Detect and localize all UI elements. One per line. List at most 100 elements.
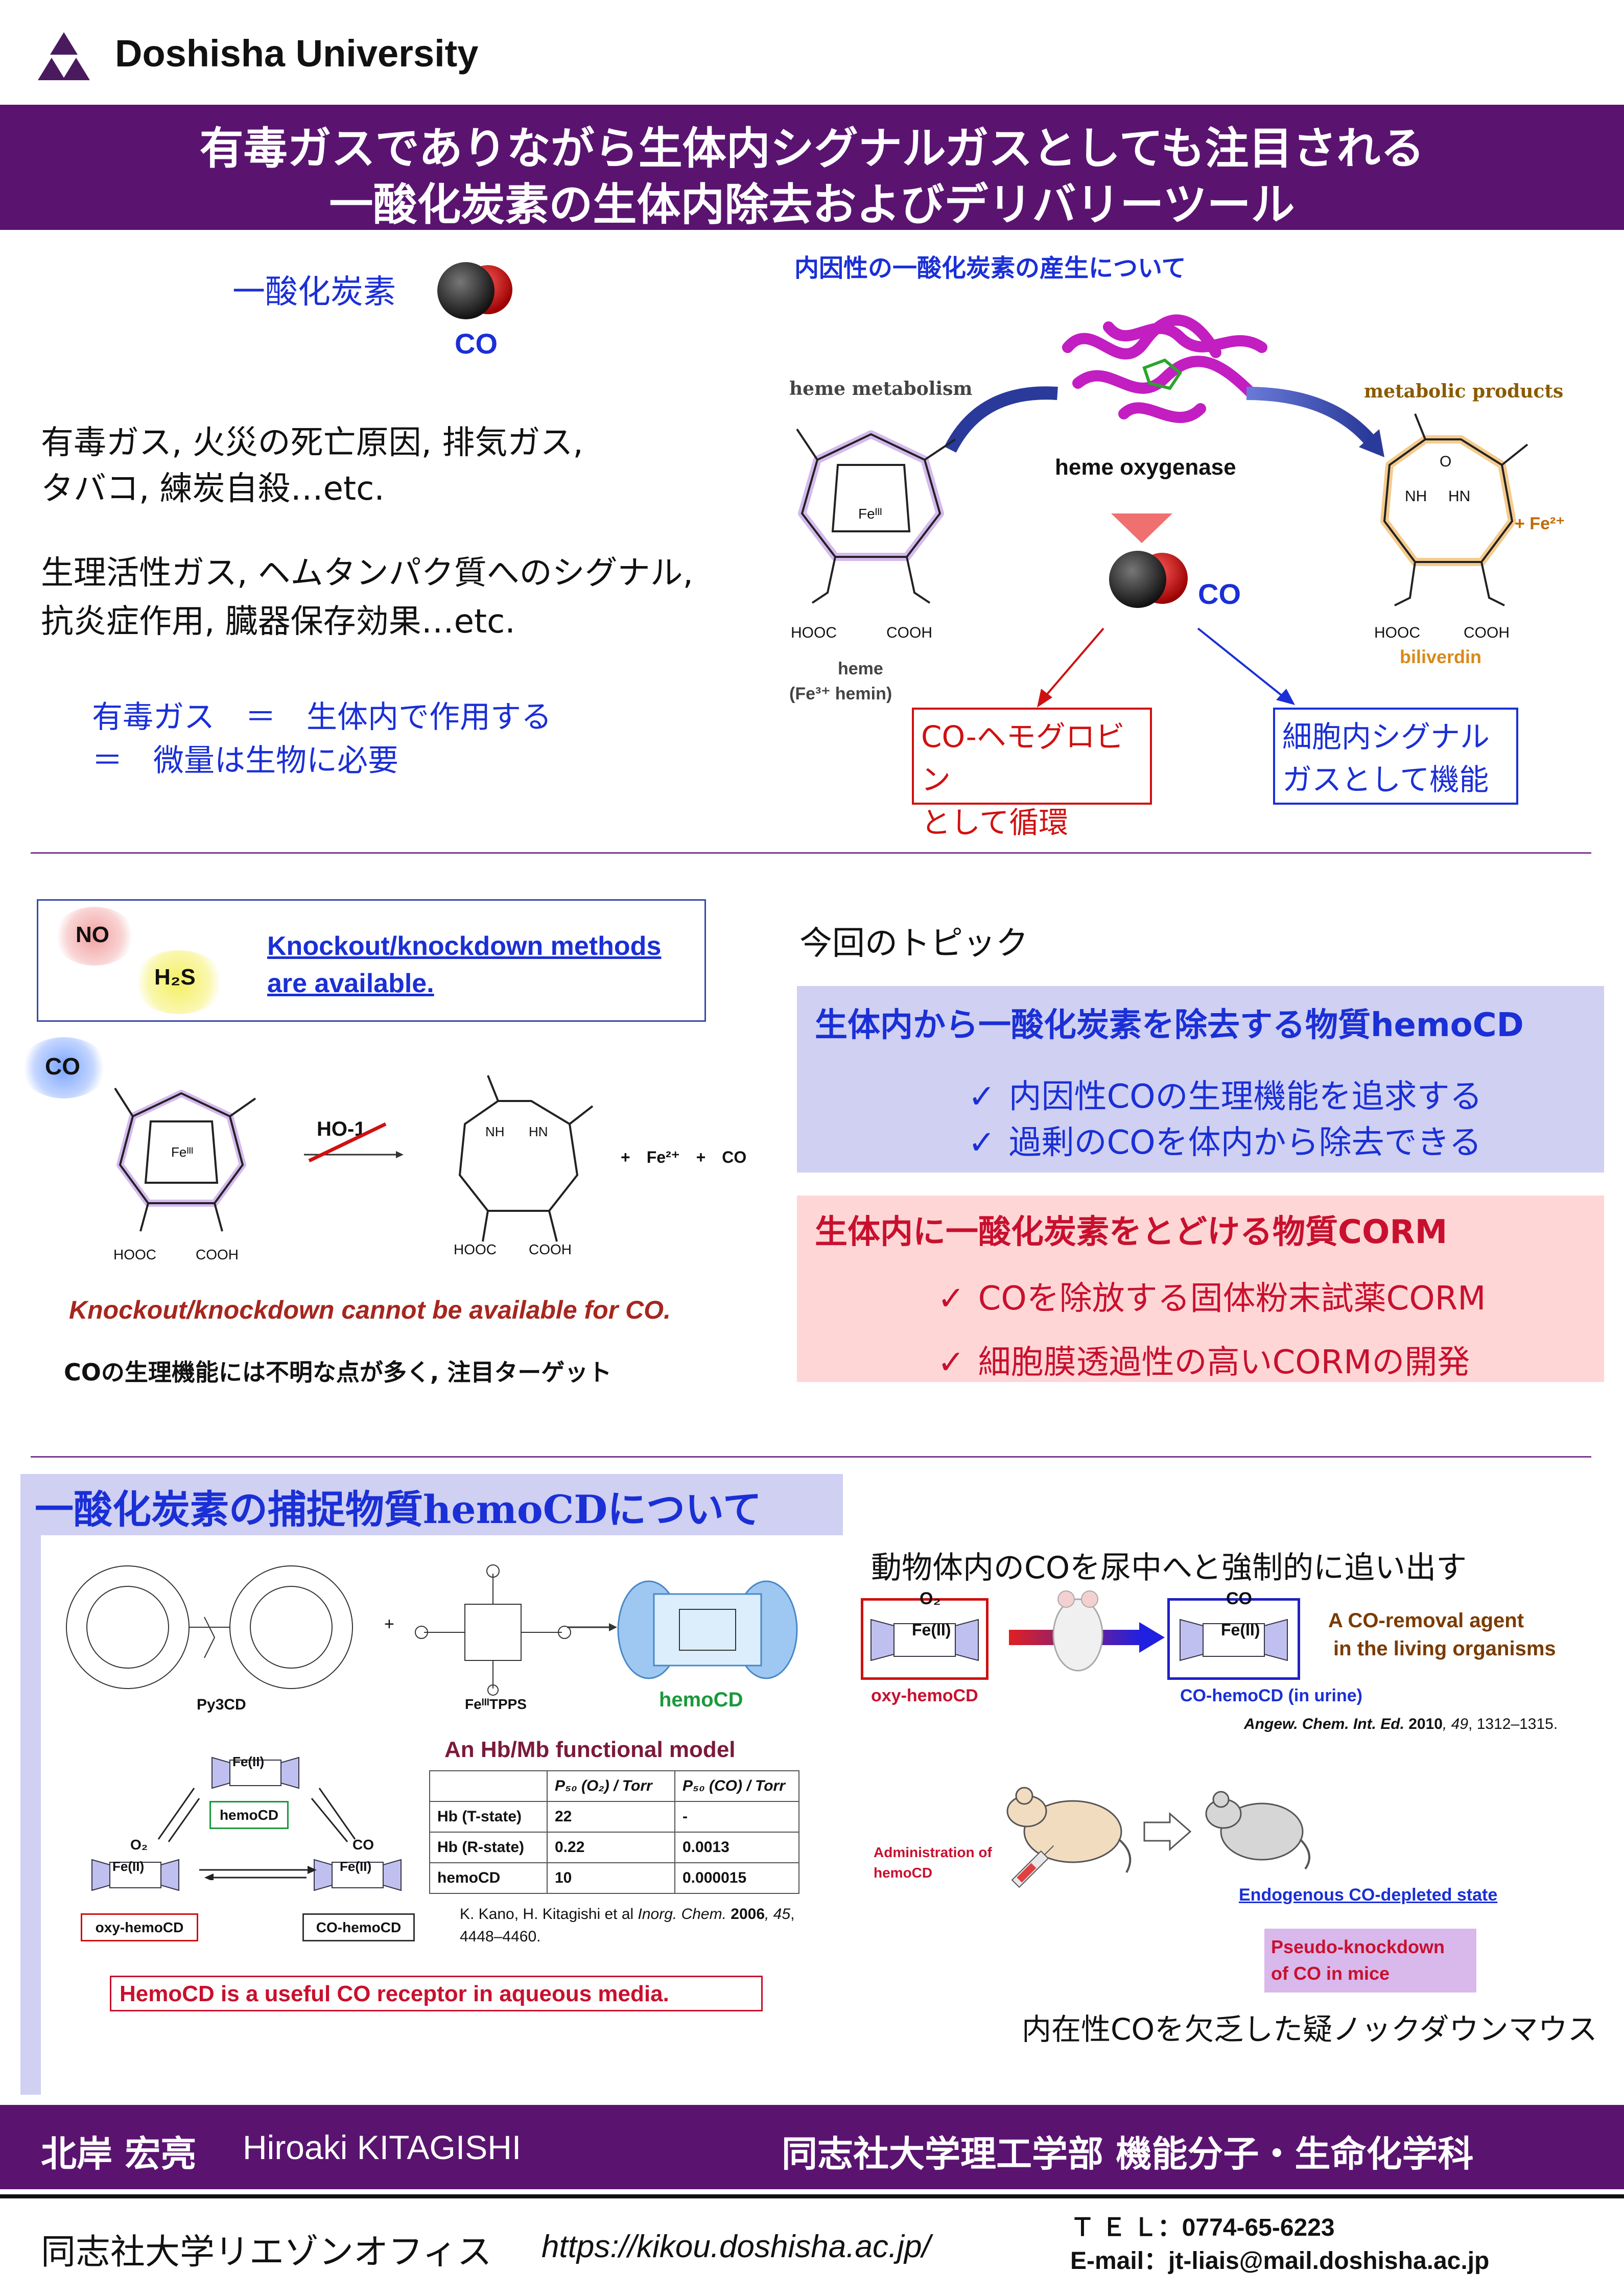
table-cell: Hb (R-state): [429, 1832, 548, 1863]
hemocd-check-2: 過剰のCOを体内から除去できる: [968, 1116, 1482, 1163]
co-urine-label: CO-hemoCD (in urine): [1180, 1686, 1362, 1705]
office-tel: Ｔ Ｅ Ｌ：0774-65-6223: [1070, 2214, 1335, 2241]
biliverdin-structure-icon: [1359, 404, 1543, 628]
py3cd-label: Py3CD: [197, 1696, 246, 1713]
fe2-right-label: Fe(II): [340, 1859, 372, 1874]
corm-heading: 生体内に一酸化炭素をとどける物質CORM: [815, 1213, 1448, 1251]
co-hemocd-box-label: CO-hemoCD: [316, 1919, 402, 1935]
table-row: Hb (T-state) 22 -: [429, 1801, 799, 1833]
table-header-cell: [429, 1770, 548, 1802]
heme-sub-label: (Fe³⁺ hemin): [789, 684, 892, 704]
cannot-text: Knockout/knockdown cannot be available f…: [69, 1296, 671, 1324]
no-label: NO: [76, 922, 109, 947]
small-bv-hooc: HOOC: [454, 1241, 497, 1257]
reference-1-year: 2006: [726, 1906, 765, 1923]
toxic-line-1: 有毒ガス, 火災の死亡原因, 排気ガス,: [41, 424, 583, 462]
heme-oxygenase-protein-icon: [1047, 307, 1287, 450]
footer-band: [0, 2105, 1624, 2189]
reference-1-journal: Inorg. Chem.: [638, 1906, 726, 1923]
mouse-tan-icon: [996, 1773, 1139, 1875]
hemocd-green-label: hemoCD: [659, 1689, 743, 1711]
footer-department: 同志社大学理工学部 機能分子・生命化学科: [782, 2133, 1474, 2175]
hemocd-heading: 生体内から一酸化炭素を除去する物質hemoCD: [815, 1006, 1524, 1044]
oxy-hemocd-box-label: oxy-hemoCD: [95, 1919, 184, 1935]
physio-line-1: 生理活性ガス, ヘムタンパク質へのシグナル,: [41, 554, 694, 592]
plus-sign: +: [384, 1614, 394, 1634]
table-cell: hemoCD: [429, 1862, 548, 1894]
gas-methods-box: [37, 899, 706, 1022]
footer-rule: [0, 2194, 1624, 2198]
pseudo-knockdown-box: [1264, 1929, 1476, 1993]
pseudo-line-1: Pseudo-knockdown: [1271, 1936, 1445, 1957]
receptor-text: HemoCD is a useful CO receptor in aqueou…: [120, 1981, 669, 2006]
biliverdin-label: biliverdin: [1400, 646, 1482, 667]
oxy-hemocd-red-label: oxy-hemoCD: [871, 1686, 978, 1705]
admin-line-2: hemoCD: [874, 1865, 933, 1881]
corm-check-2: 細胞膜透過性の高いCORMの開発: [937, 1336, 1470, 1383]
reference-2-pages: , 1312–1315.: [1468, 1716, 1558, 1732]
table-cell: 22: [547, 1801, 675, 1833]
reference-2-journal: Angew. Chem. Int. Ed.: [1244, 1716, 1404, 1732]
reaction-products: + Fe²⁺ + CO: [621, 1148, 747, 1166]
blocked-arrow-icon: [299, 1119, 411, 1165]
py3cd-structure-icon: [51, 1556, 368, 1699]
heme-metabolism-label: heme metabolism: [789, 378, 973, 400]
removal-line-2: in the living organisms: [1333, 1637, 1556, 1660]
reference-1-pages: , 4448–4460.: [460, 1906, 795, 1945]
table-row: hemoCD 10 0.000015: [429, 1862, 799, 1894]
diagram-title: 内因性の一酸化炭素の産生について: [794, 254, 1186, 283]
table-header-cell: P₅₀ (CO) / Torr: [674, 1770, 799, 1802]
mouse-icon: [1040, 1579, 1116, 1681]
expel-text: 動物体内のCOを尿中へと強制的に追い出す: [871, 1550, 1467, 1586]
footer-name-jp: 北岸 宏亮: [41, 2133, 197, 2175]
table-cell: 0.0013: [674, 1832, 799, 1863]
admin-line-1: Administration of: [874, 1844, 992, 1860]
hemocd-unit-oxy-icon: [868, 1609, 981, 1671]
title-line-1: 有毒ガスでありながら生体内シグナルガスとしても注目される: [199, 123, 1425, 174]
biliverdin-cooh: COOH: [1464, 624, 1510, 641]
small-bv-hn: HN: [529, 1124, 548, 1139]
equation-line-1: 有毒ガス ＝ 生体内で作用する: [92, 699, 552, 735]
table-row: Hb (R-state) 0.22 0.0013: [429, 1832, 799, 1863]
down-arrow-icon: [1111, 513, 1172, 544]
small-heme-hooc: HOOC: [113, 1247, 156, 1262]
co-formula: CO: [455, 327, 498, 360]
office-url-link[interactable]: https://kikou.doshisha.ac.jp/: [542, 2229, 931, 2264]
co-hemocd-box: CO-hemoCD: [302, 1913, 415, 1941]
cycle-arrows-icon: [143, 1778, 373, 1882]
mouse-caption: 内在性COを欠乏した疑ノックダウンマウス: [1022, 2012, 1597, 2047]
heme-fe-label: Feᴵᴵᴵ: [858, 506, 882, 522]
small-bv-nh: NH: [485, 1124, 505, 1139]
co-hemoglobin-box: CO-ヘモグロビン として循環: [912, 708, 1152, 840]
hemocd-unit-right-icon: [312, 1849, 404, 1901]
co-hemoglobin-line-1: CO-ヘモグロビン: [921, 719, 1125, 797]
table-cell: -: [674, 1801, 799, 1833]
curve-arrow-icon: [940, 358, 1390, 460]
hemocd-check-1: 内因性COの生理機能を追求する: [968, 1070, 1482, 1117]
table-cell: 10: [547, 1862, 675, 1894]
co-molecule-icon: [434, 258, 521, 324]
reference-1-authors: K. Kano, H. Kitagishi et al: [460, 1906, 638, 1923]
heme-label: heme: [838, 659, 883, 678]
table-cell: Hb (T-state): [429, 1801, 548, 1833]
co-small-label: CO: [352, 1837, 374, 1853]
co-bubble-label: CO: [45, 1053, 80, 1080]
co-hemocd-frame: [1167, 1598, 1300, 1680]
liaison-office: 同志社大学リエゾンオフィス: [41, 2232, 492, 2272]
footer-name-en: Hiroaki KITAGISHI: [243, 2128, 522, 2166]
university-logo-icon: [36, 28, 92, 84]
scheme-arrow-icon: [567, 1620, 618, 1635]
pseudo-line-2: of CO in mice: [1271, 1963, 1390, 1984]
co-hemoglobin-line-2: として循環: [921, 805, 1069, 840]
fe2-top-label: Fe(II): [232, 1754, 265, 1769]
fetpps-label: FeᴵᴵᴵTPPS: [465, 1696, 527, 1712]
biliverdin-o-label: O: [1440, 453, 1452, 470]
biliverdin-hn-label: HN: [1448, 488, 1471, 505]
reference-2-volume: , 49: [1442, 1716, 1469, 1732]
reference-1-volume: , 45: [765, 1906, 791, 1923]
diag-arrows-icon: [1022, 623, 1308, 710]
hemocd-box-label: hemoCD: [219, 1807, 279, 1823]
office-email[interactable]: E-mail：jt-liais@mail.doshisha.ac.jp: [1070, 2247, 1490, 2275]
signal-gas-line-2: ガスとして機能: [1282, 762, 1489, 797]
heme-hooc: HOOC: [791, 624, 837, 641]
